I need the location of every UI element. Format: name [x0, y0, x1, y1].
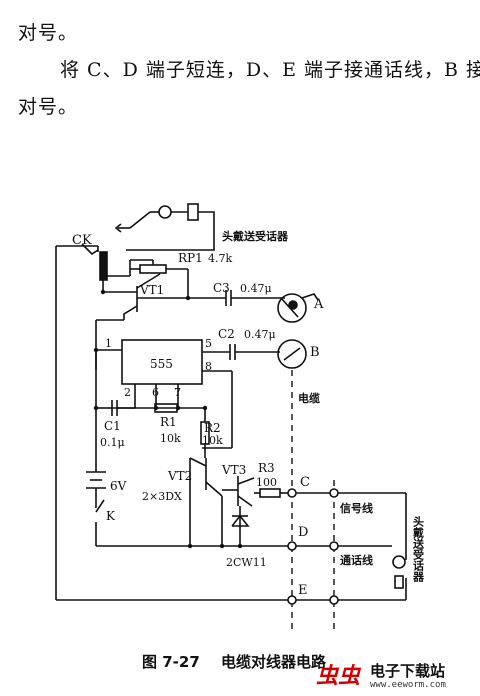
- figure-title: 电缆对线器电路: [221, 653, 327, 671]
- terminal-b-label: B: [310, 345, 320, 360]
- vt2-label: VT2: [167, 469, 192, 483]
- figure-number: 图 7-27: [142, 653, 200, 671]
- transistor-type-label: 2×3DX: [142, 490, 182, 503]
- terminal-c-label: C: [300, 475, 310, 490]
- terminal-circles: [287, 488, 406, 605]
- watermark-logo: 虫虫: [316, 664, 361, 689]
- pin-1-label: 1: [105, 337, 112, 350]
- r2-label: R2: [204, 421, 221, 435]
- pin-2-label: 2: [124, 386, 131, 399]
- cable-dashed-lines: [291, 370, 335, 630]
- c3-value: 0.47μ: [240, 282, 272, 295]
- body-text-line-3: 对号。: [18, 96, 79, 118]
- headset-top-label: 头戴送受话器: [222, 229, 289, 243]
- r1-value: 10k: [160, 432, 181, 445]
- c1-label: C1: [104, 419, 121, 433]
- c2-label: C2: [218, 327, 235, 341]
- r1-label: R1: [160, 415, 177, 429]
- terminal-e-label: E: [298, 583, 308, 598]
- r2-value: 10k: [202, 434, 223, 447]
- battery-label: 6V: [110, 479, 127, 493]
- watermark-title: 电子下载站: [370, 662, 446, 680]
- pin-7-label: 7: [174, 386, 181, 399]
- zener-label: 2CW11: [226, 556, 267, 569]
- terminal-a-label: A: [313, 297, 324, 312]
- ck-label: CK: [72, 233, 92, 248]
- figure-caption: 图 7-27 电缆对线器电路: [142, 651, 342, 672]
- pin-8-label: 8: [205, 360, 212, 373]
- ic-555-label: 555: [150, 357, 173, 371]
- switch-k-label: K: [106, 509, 116, 523]
- headset-right-label: 头戴送受话器: [412, 515, 426, 583]
- pin-5-label: 5: [205, 337, 212, 350]
- rp1-value: 4.7k: [208, 252, 232, 265]
- body-text-line-1: 对号。: [18, 22, 79, 44]
- vt3-label: VT3: [221, 463, 246, 477]
- c1-value: 0.1μ: [100, 436, 125, 449]
- call-line-label: 通话线: [340, 553, 373, 567]
- pin-6-label: 6: [152, 386, 159, 399]
- watermark-url: www.eeworm.com: [370, 680, 446, 690]
- terminal-d-label: D: [298, 525, 308, 540]
- junction-dots: [93, 289, 243, 549]
- r3-value: 100: [256, 476, 277, 489]
- vt1-label: VT1: [139, 283, 164, 297]
- rp1-label: RP1: [178, 251, 203, 265]
- wires: [55, 203, 407, 601]
- c3-label: C3: [213, 281, 230, 295]
- c2-value: 0.47μ: [244, 328, 276, 341]
- body-text-line-2: 将 C、D 端子短连，D、E 端子接通话线，B 接: [60, 59, 480, 81]
- r3-label: R3: [258, 461, 275, 475]
- watermark: 虫虫 电子下载站 www.eeworm.com: [316, 654, 476, 694]
- signal-line-label: 信号线: [340, 501, 373, 515]
- circuit-diagram: 头戴送受话器 CK RP1 4.7k VT1 C3 0.47μ A C2 0.4…: [55, 203, 426, 630]
- cable-label: 电缆: [298, 391, 320, 405]
